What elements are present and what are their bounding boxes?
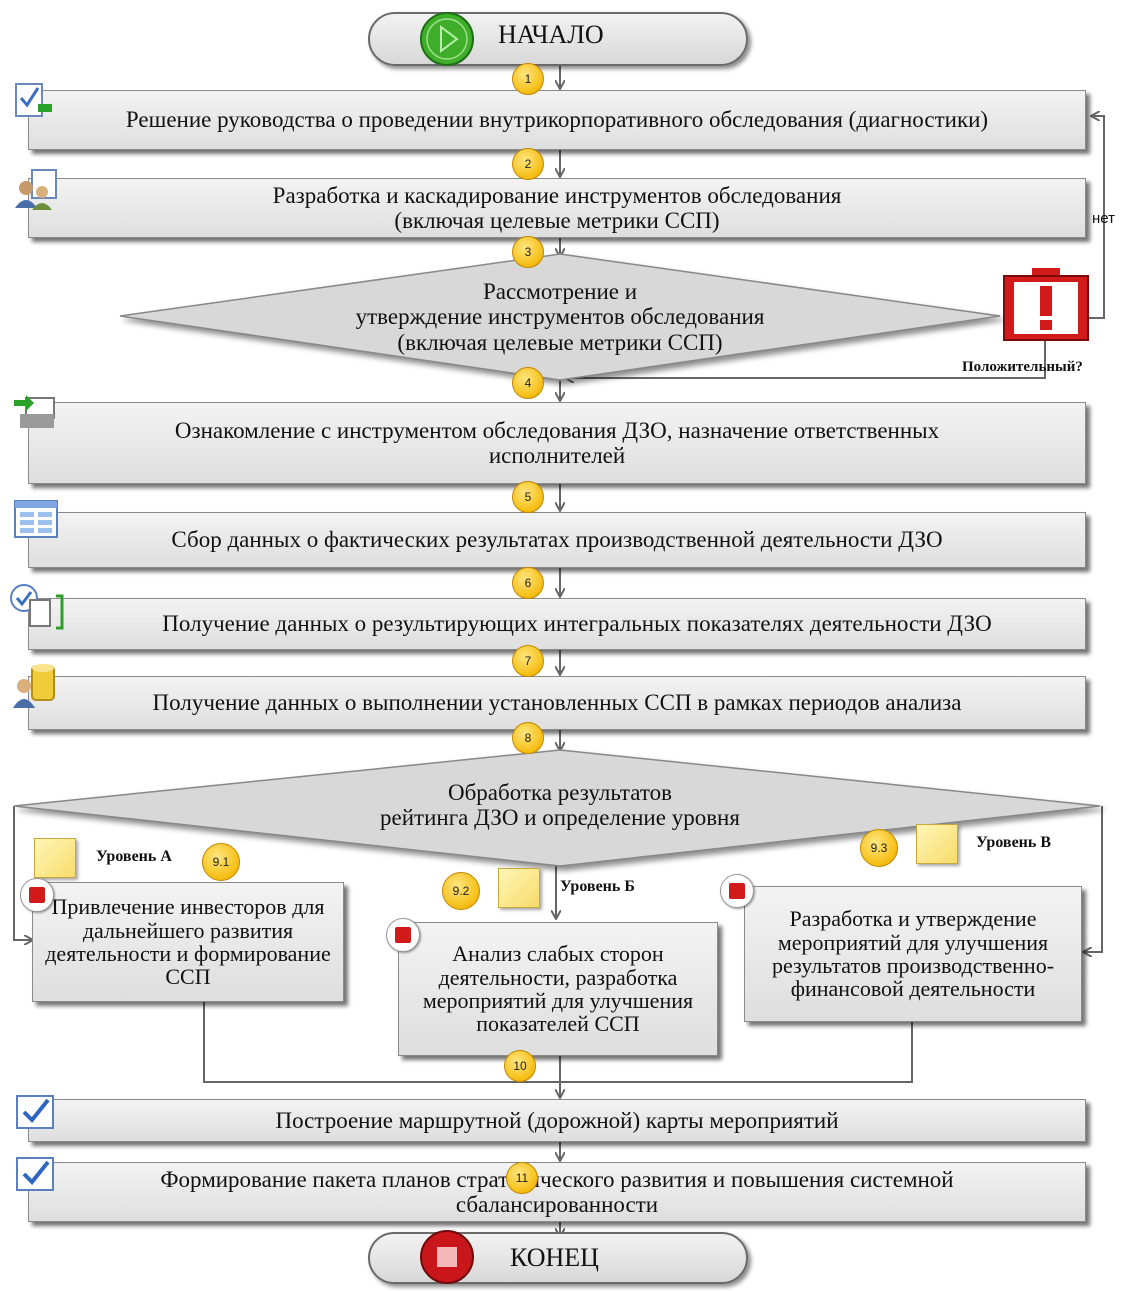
step-10-box: Построение маршрутной (дорожной) карты м… — [28, 1099, 1086, 1142]
note-icon-level-c — [916, 824, 958, 864]
decision-8-line2: рейтинга ДЗО и определение уровня — [380, 805, 740, 831]
step-4-box: Ознакомление с инструментом обследования… — [28, 402, 1086, 484]
step-4-text: Ознакомление с инструментом обследования… — [174, 417, 940, 468]
users-icon — [12, 168, 60, 217]
play-icon — [418, 10, 476, 73]
step-5-text: Сбор данных о фактических результатах пр… — [171, 527, 943, 553]
step-6-box: Получение данных о результирующих интегр… — [28, 598, 1086, 650]
decision-8-diamond — [13, 749, 1101, 867]
note-icon-level-a — [34, 838, 76, 878]
branch-9-3-text: Разработка и утверждение мероприятий для… — [771, 906, 1055, 1002]
step-number-1: 1 — [512, 63, 544, 95]
end-label: КОНЕЦ — [510, 1243, 599, 1272]
step-11-text: Формирование пакета планов стратегическо… — [160, 1166, 954, 1217]
step-number-3: 3 — [512, 236, 544, 268]
stop-icon-9-1 — [20, 878, 54, 912]
step-number-8: 8 — [512, 722, 544, 754]
transfer-icon — [12, 392, 60, 437]
stop-icon-9-2 — [386, 918, 420, 952]
step-number-11: 11 — [506, 1162, 538, 1194]
step-number-5: 5 — [512, 481, 544, 513]
step-number-7: 7 — [512, 645, 544, 677]
decision-3-diamond — [119, 253, 1001, 381]
database-user-icon — [10, 662, 62, 715]
decision-3-question: Положительный? — [962, 359, 1083, 375]
stop-icon — [418, 1228, 476, 1291]
level-a-label: Уровень А — [96, 848, 172, 865]
alert-icon — [1002, 268, 1090, 349]
step-7-box: Получение данных о выполнении установлен… — [28, 676, 1086, 730]
branch-9-3-box: Разработка и утверждение мероприятий для… — [744, 886, 1082, 1022]
step-number-9-2: 9.2 — [442, 872, 480, 910]
decision-3-line2: утверждение инструментов обследования — [355, 304, 765, 330]
check-icon-10 — [16, 1092, 58, 1137]
level-b-label: Уровень Б — [560, 878, 635, 895]
note-icon-level-b — [498, 868, 540, 908]
step-number-6: 6 — [512, 567, 544, 599]
step-11-box: Формирование пакета планов стратегическо… — [28, 1162, 1086, 1222]
step-10-text: Построение маршрутной (дорожной) карты м… — [275, 1107, 839, 1133]
step-7-text: Получение данных о выполнении установлен… — [152, 690, 962, 716]
decision-8-line1: Обработка результатов — [448, 780, 672, 805]
decision-3-text: Рассмотрение и утверждение инструментов … — [260, 279, 860, 355]
step-number-9-3: 9.3 — [860, 829, 898, 867]
level-c-label: Уровень В — [976, 834, 1052, 851]
step-number-4: 4 — [512, 367, 544, 399]
decision-8-text: Обработка результатов рейтинга ДЗО и опр… — [260, 780, 860, 831]
branch-9-1-box: Привлечение инвесторов для дальнейшего р… — [32, 882, 344, 1002]
branch-9-2-text: Анализ слабых сторон деятельности, разра… — [422, 941, 694, 1037]
step-5-box: Сбор данных о фактических результатах пр… — [28, 512, 1086, 568]
step-2-text-line1: Разработка и каскадирование инструментов… — [272, 182, 842, 208]
decision-3-line3: (включая целевые метрики ССП) — [397, 329, 723, 355]
check-document-icon — [8, 582, 64, 637]
step-number-2: 2 — [512, 148, 544, 180]
step-6-text: Получение данных о результирующих интегр… — [162, 611, 992, 637]
decision-3-line1: Рассмотрение и — [482, 279, 638, 304]
branch-9-1-text: Привлечение инвесторов для дальнейшего р… — [45, 894, 331, 990]
step-number-10: 10 — [504, 1050, 536, 1082]
stop-icon-9-3 — [720, 874, 754, 908]
table-icon — [14, 500, 60, 545]
step-number-9-1: 9.1 — [202, 843, 240, 881]
step-2-box: Разработка и каскадирование инструментов… — [28, 178, 1086, 238]
start-label: НАЧАЛО — [498, 20, 604, 49]
step-1-text: Решение руководства о проведении внутрик… — [125, 107, 989, 133]
check-icon-11 — [16, 1154, 58, 1199]
step-2-text-line2: (включая целевые метрики ССП) — [394, 208, 720, 233]
branch-9-2-box: Анализ слабых сторон деятельности, разра… — [398, 922, 718, 1056]
checklist-icon — [14, 80, 54, 127]
step-1-box: Решение руководства о проведении внутрик… — [28, 90, 1086, 150]
no-label: нет — [1092, 210, 1115, 227]
